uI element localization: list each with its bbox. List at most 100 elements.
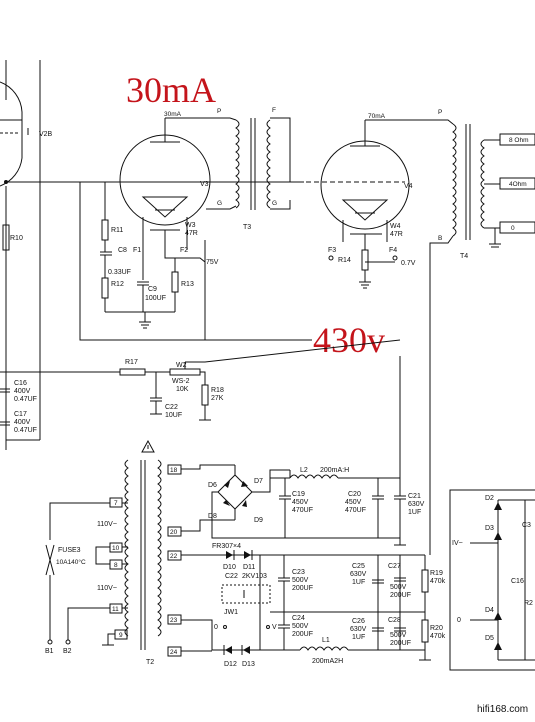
t2-primary-coil (124, 459, 129, 637)
pin9-ground (107, 633, 115, 645)
c19-volt: 450V (292, 499, 309, 506)
f3-label: F3 (328, 247, 336, 254)
d3-label: D3 (485, 525, 494, 532)
c16r-label: C16 (511, 578, 524, 585)
ac-label-2: 110V~ (97, 585, 117, 592)
t2-pin-11-label: 11 (112, 606, 119, 613)
d7-label: D7 (254, 478, 263, 485)
d2-label: D2 (485, 495, 494, 502)
c22a-label: C22 (165, 404, 178, 411)
bridge-ground-bus (211, 491, 400, 539)
v3-g-label: G (217, 200, 222, 207)
current-annotation: 30mA (126, 70, 216, 110)
c24-label: C24 (292, 615, 305, 622)
r12-resistor (101, 277, 109, 299)
r20-resistor (421, 619, 429, 643)
d11-diode (244, 551, 251, 559)
fuse-label: FUSE3 (58, 547, 81, 554)
v2b-tube-envelope (0, 81, 23, 187)
c3-label: C3 (522, 522, 531, 529)
v3-p-label: P (217, 108, 221, 115)
d10-label: D10 (223, 564, 236, 571)
t2-pin-24-label: 24 (170, 649, 178, 656)
c22b-label: C22 (225, 573, 238, 580)
d9-diode (242, 500, 247, 507)
r11-label: R11 (111, 227, 123, 234)
t4-b-label: B (438, 235, 442, 242)
tap-4ohm-box (499, 177, 535, 190)
v2b-label: V2B (39, 131, 53, 138)
r19-resistor (421, 569, 429, 593)
r13-resistor (171, 271, 179, 293)
l1-value: 200mA2H (312, 658, 343, 665)
bridge-bottom-wire (181, 519, 235, 532)
t4-p-wire (430, 119, 454, 125)
c8-value: 0.33UF (108, 269, 131, 276)
t3-g-wire (206, 205, 237, 210)
c20-value: 470UF (345, 507, 366, 514)
warning-icon (141, 439, 155, 453)
v4-label: V4 (404, 183, 413, 190)
hv-mid-rail (181, 619, 260, 651)
r18-label: R18 (211, 387, 224, 394)
t4-b-wire (429, 235, 454, 488)
c28-label: C28 (388, 617, 401, 624)
t4-label: T4 (460, 253, 468, 260)
c25-volt: 630V (350, 571, 367, 578)
c16-volt: 400V (14, 388, 31, 395)
c9-label: C9 (148, 286, 157, 293)
d10-diode (226, 551, 233, 559)
jw1-label: JW1 (224, 609, 238, 616)
t4-p-label: P (438, 109, 442, 116)
t2-pin-8-label: 8 (114, 562, 118, 569)
iv-label: IV~ (452, 540, 463, 547)
ws2-pot (169, 368, 201, 376)
fuse-symbol (45, 544, 55, 576)
b2-terminal (65, 639, 71, 645)
t4-secondary-coil (480, 139, 485, 229)
t2-pin-9-label: 9 (119, 632, 123, 639)
c21-label: C21 (408, 493, 421, 500)
t3-out-wire (270, 117, 291, 182)
f2-label: F2 (180, 247, 188, 254)
r14-resistor (361, 249, 369, 271)
ws2-wiper-wire (185, 339, 401, 363)
r11-resistor (101, 219, 109, 241)
c22b-value: 2KV103 (242, 573, 267, 580)
tap-8ohm-label: 8 Ohm (509, 137, 529, 144)
b1-label: B1 (45, 648, 54, 655)
w3-value: 47R (185, 230, 198, 237)
d3-diode (494, 532, 502, 540)
c28-volt: 500V (390, 632, 407, 639)
d4-diode (494, 612, 502, 620)
c25-label: C25 (352, 563, 365, 570)
c26-volt: 630V (350, 626, 367, 633)
t3-secondary-coil (266, 119, 271, 209)
l2-choke (289, 474, 339, 479)
v4-tube-envelope (320, 140, 410, 230)
d6-label: D6 (208, 482, 217, 489)
d4-label: D4 (485, 607, 494, 614)
c24-volt: 500V (292, 623, 309, 630)
t2-pin-7-label: 7 (114, 500, 118, 507)
c27-label: C27 (388, 563, 401, 570)
tap-0-box (499, 221, 535, 234)
r12-label: R12 (111, 281, 124, 288)
fr307-label: FR307×4 (212, 543, 241, 550)
r14-label: R14 (338, 257, 351, 264)
r18-value: 27K (211, 395, 224, 402)
t3-g-out (270, 200, 291, 210)
d12-label: D12 (224, 661, 237, 668)
t4-primary-coil (452, 123, 457, 237)
d7-diode (241, 481, 248, 487)
c8-label: C8 (118, 247, 127, 254)
r18-lead (200, 371, 206, 385)
c17-value: 0.47UF (14, 427, 37, 434)
c20-volt: 450V (345, 499, 362, 506)
c9-value: 100UF (145, 295, 166, 302)
f3-terminal (328, 255, 334, 261)
c21-volt: 630V (408, 501, 425, 508)
c24-value: 200UF (292, 631, 313, 638)
t3-g2-label: G (272, 200, 277, 207)
